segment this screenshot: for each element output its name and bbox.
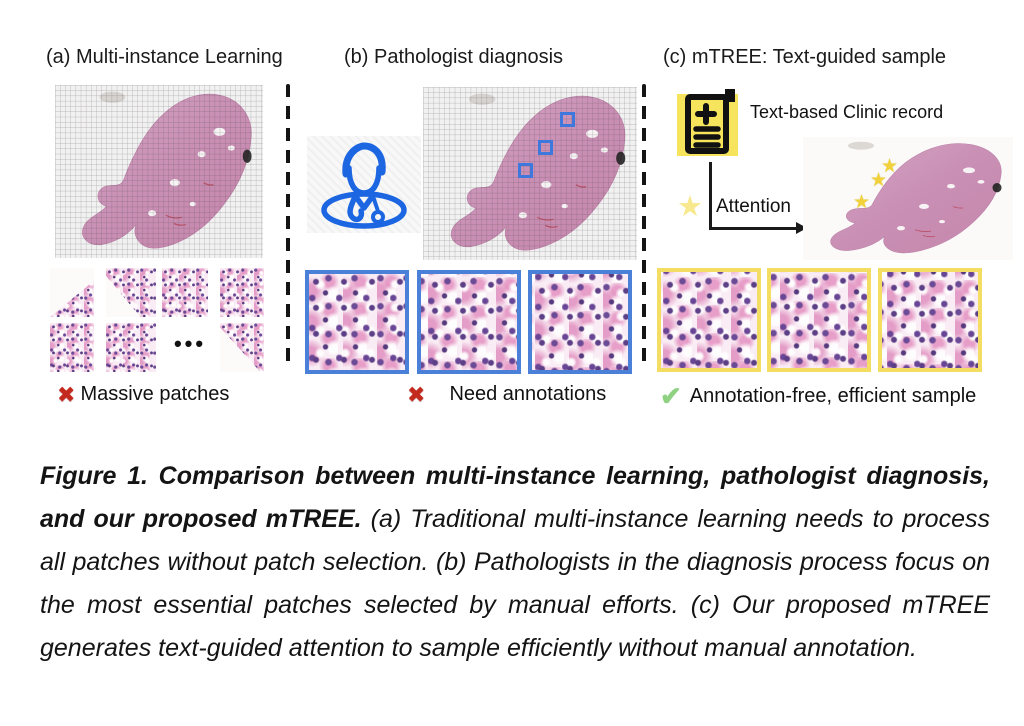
patch-white-region	[106, 274, 142, 317]
patch-white-region	[220, 326, 262, 372]
cross-mark-icon: ✖	[57, 381, 76, 407]
patch-thumbnail	[220, 268, 264, 317]
panel-a-title: (a) Multi-instance Learning	[46, 46, 283, 68]
blue-annotation-box	[560, 112, 575, 127]
caption-text: (a) Traditional multi-instance learning …	[40, 505, 990, 662]
panel-divider-right	[642, 84, 646, 364]
panel-c-title: (c) mTREE: Text-guided sample	[663, 46, 947, 68]
attention-star-icon: ★	[870, 170, 888, 191]
arrow-connector-horizontal	[709, 227, 797, 230]
massive-patches-text: Massive patches	[80, 383, 230, 405]
sampled-patch	[878, 268, 982, 372]
ellipsis: •••	[173, 331, 207, 356]
sampled-patch	[767, 268, 871, 372]
blue-annotation-box	[518, 163, 533, 178]
patch-thumbnail	[106, 323, 156, 372]
check-mark-icon: ✔	[660, 381, 682, 411]
patch-thumbnail	[50, 268, 94, 317]
attention-star-icon: ★	[677, 191, 703, 223]
massive-patches-label: ✖ Massive patches	[57, 383, 229, 406]
arrow-connector-vertical	[709, 162, 712, 228]
arrowhead-icon	[796, 222, 807, 234]
patch-thumbnail	[50, 323, 94, 372]
need-annotations-text: Need annotations	[449, 383, 607, 405]
cross-mark-icon: ✖	[407, 381, 426, 407]
annotation-free-text: Annotation-free, efficient sample	[689, 384, 977, 407]
annotation-free-label: ✔ Annotation-free, efficient sample	[660, 383, 976, 409]
patch-thumbnail	[106, 268, 156, 317]
annotated-patch	[305, 270, 409, 374]
wsi-c: ★ ★ ★	[803, 137, 1013, 260]
attention-label: Attention	[716, 196, 791, 217]
attention-star-icon: ★	[881, 156, 899, 177]
pathologist-icon	[307, 136, 421, 233]
clinic-record-label: Text-based Clinic record	[750, 102, 944, 122]
attention-star-icon: ★	[853, 192, 871, 213]
caption-bold: Figure 1. Comparison between multi-insta…	[40, 462, 990, 533]
patch-thumbnail	[162, 268, 208, 317]
wsi-grid-a	[55, 85, 263, 258]
panel-divider-left	[286, 84, 290, 368]
need-annotations-label: ✖ Need annotations	[407, 383, 606, 406]
clinic-record-icon	[677, 89, 743, 165]
annotated-patch	[417, 270, 521, 374]
panel-b-title: (b) Pathologist diagnosis	[344, 46, 564, 68]
patch-white-region	[50, 268, 94, 317]
sampled-patch	[657, 268, 761, 372]
wsi-grid-b	[423, 87, 637, 260]
patch-thumbnail	[220, 323, 264, 372]
figure-caption: Figure 1. Comparison between multi-insta…	[40, 455, 990, 670]
blue-annotation-box	[538, 140, 553, 155]
annotated-patch	[528, 270, 632, 374]
